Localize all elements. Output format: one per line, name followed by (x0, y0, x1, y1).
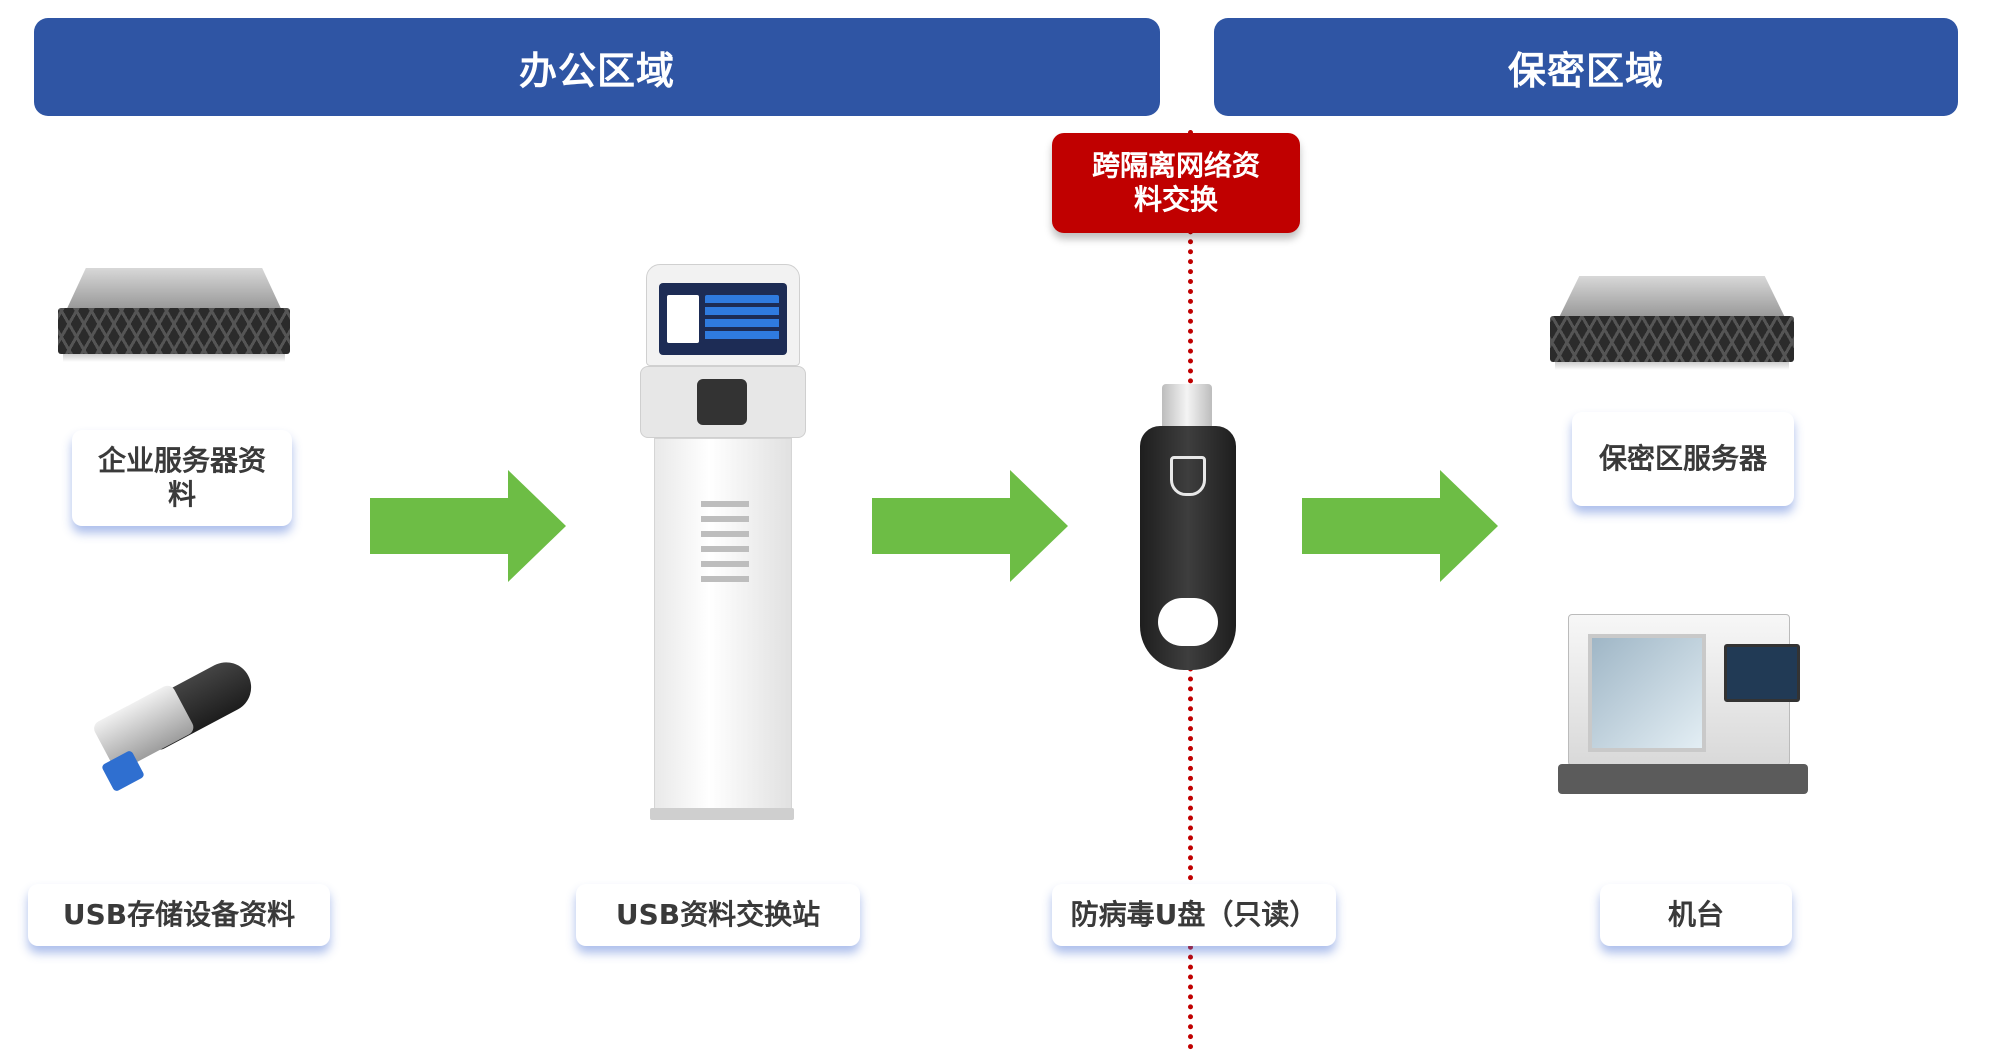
antivirus-usb-label: 防病毒U盘（只读） (1052, 884, 1336, 946)
usb-station-label: USB资料交换站 (576, 884, 860, 946)
machine-label-text: 机台 (1667, 898, 1724, 931)
office-zone-header: 办公区域 (34, 18, 1160, 116)
arrow-right-icon (370, 470, 566, 582)
usb-drive-icon (1140, 384, 1236, 670)
kiosk-icon (640, 264, 806, 820)
arrow-right-icon (872, 470, 1068, 582)
cross-network-tag-text: 跨隔离网络资料交换 (1091, 149, 1260, 216)
secure-server-label-text: 保密区服务器 (1599, 442, 1768, 475)
machine-label: 机台 (1600, 884, 1792, 946)
arrow-right-icon (1302, 470, 1498, 582)
usb-station-label-text: USB资料交换站 (615, 898, 821, 931)
usb-stick-icon (91, 653, 264, 800)
antivirus-usb-label-text: 防病毒U盘（只读） (1070, 898, 1318, 931)
usb-storage-label-text: USB存储设备资料 (62, 898, 296, 931)
secure-zone-header: 保密区域 (1214, 18, 1958, 116)
enterprise-server-label: 企业服务器资料 (72, 430, 292, 526)
enterprise-server-label-text: 企业服务器资料 (97, 444, 266, 511)
cnc-machine-icon (1548, 604, 1818, 800)
cross-network-tag: 跨隔离网络资料交换 (1052, 133, 1300, 233)
secure-server-icon (1550, 276, 1794, 370)
secure-server-label: 保密区服务器 (1572, 412, 1794, 506)
usb-storage-label: USB存储设备资料 (28, 884, 330, 946)
enterprise-server-icon (58, 268, 290, 362)
